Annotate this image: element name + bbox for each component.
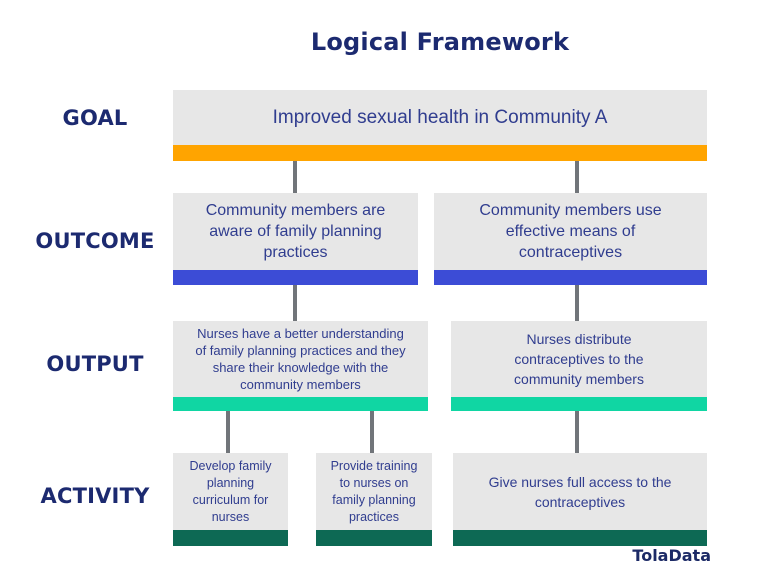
outcome-card-2: Community members use effective means of… (434, 193, 707, 285)
output-accent-bar-1 (173, 397, 428, 411)
outcome-card-1: Community members are aware of family pl… (173, 193, 418, 285)
page-title: Logical Framework (310, 28, 570, 56)
output-card-1: Nurses have a better understanding of fa… (173, 321, 428, 411)
output-card-2-text: Nurses distribute contraceptives to the … (514, 331, 644, 387)
outcome-card-1-text: Community members are aware of family pl… (205, 202, 386, 261)
goal-card-text: Improved sexual health in Community A (272, 106, 608, 128)
outcome-accent-bar-2 (434, 270, 707, 285)
connector-output-activity-2 (370, 411, 374, 453)
connector-outcome-output-2 (575, 285, 579, 321)
activity-accent-bar-2 (316, 530, 432, 546)
activity-accent-bar-3 (453, 530, 707, 546)
output-accent-bar-2 (451, 397, 707, 411)
connector-goal-outcome-1 (293, 161, 297, 193)
goal-card: Improved sexual health in Community A (173, 90, 707, 161)
row-label-goal: GOAL (62, 106, 128, 130)
row-label-outcome: OUTCOME (35, 229, 155, 253)
activity-card-1: Develop family planning curriculum for n… (173, 453, 288, 546)
activity-card-2: Provide training to nurses on family pla… (316, 453, 432, 546)
output-card-2: Nurses distribute contraceptives to the … (451, 321, 707, 411)
connector-output-activity-1 (226, 411, 230, 453)
row-label-output: OUTPUT (46, 352, 144, 376)
activity-card-3-text: Give nurses full access to the contracep… (488, 473, 672, 510)
output-card-1-text: Nurses have a better understanding of fa… (195, 326, 406, 392)
row-label-activity: ACTIVITY (40, 484, 150, 508)
activity-accent-bar-1 (173, 530, 288, 546)
goal-accent-bar (173, 145, 707, 161)
activity-card-3: Give nurses full access to the contracep… (453, 453, 707, 546)
connector-outcome-output-1 (293, 285, 297, 321)
activity-card-2-text: Provide training to nurses on family pla… (330, 458, 418, 524)
connector-goal-outcome-2 (575, 161, 579, 193)
brand-logo: TolaData (632, 546, 711, 565)
connector-output-activity-3 (575, 411, 579, 453)
activity-card-1-text: Develop family planning curriculum for n… (189, 458, 272, 524)
outcome-accent-bar-1 (173, 270, 418, 285)
outcome-card-2-text: Community members use effective means of… (479, 202, 662, 261)
